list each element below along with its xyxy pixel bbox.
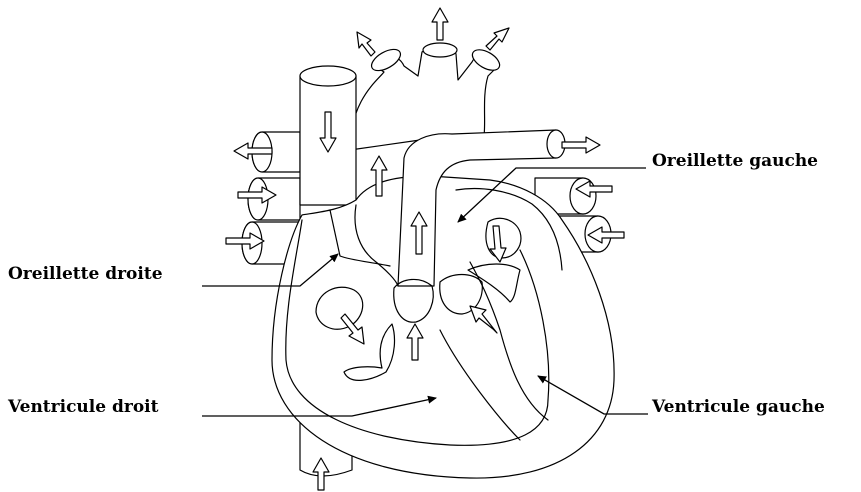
heart-outline xyxy=(272,176,614,478)
label-right-atrium: Oreillette droite xyxy=(8,264,163,284)
label-left-atrium: Oreillette gauche xyxy=(652,151,818,171)
label-right-ventricle: Ventricule droit xyxy=(7,397,159,417)
hollow-flow-arrow-icon xyxy=(486,28,509,50)
hollow-flow-arrow-icon xyxy=(562,137,600,153)
hollow-flow-arrow-icon xyxy=(432,8,448,40)
hollow-flow-arrow-icon xyxy=(357,32,375,56)
label-left-ventricle: Ventricule gauche xyxy=(651,397,825,417)
